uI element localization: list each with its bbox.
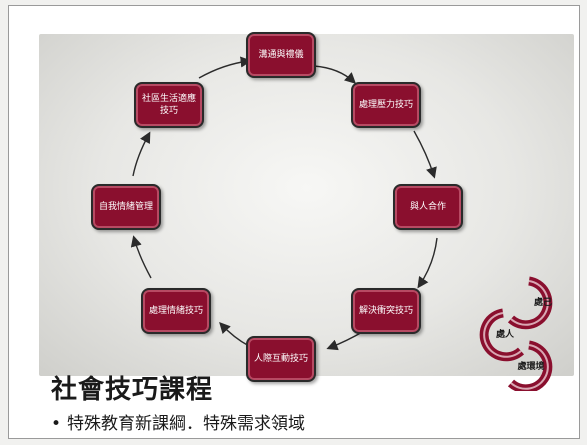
arrow-8: [198, 56, 252, 79]
badge-label-environment: 處環境: [517, 362, 545, 372]
arrow-6: [130, 235, 152, 279]
node-self-emotion: 自我情緒管理: [91, 184, 161, 230]
arrow-5: [219, 321, 250, 347]
arrow-3: [417, 237, 438, 289]
self-others-environment-badge: 處己 處人 處環境: [471, 271, 563, 394]
node-interaction: 人際互動技巧: [246, 336, 316, 382]
node-stress: 處理壓力技巧: [351, 82, 421, 128]
node-community: 社區生活適應技巧: [134, 82, 204, 128]
bullet-dot-icon: •: [51, 414, 62, 434]
arrow-1: [313, 65, 357, 84]
node-conflict: 解決衝突技巧: [351, 288, 421, 334]
slide-frame: 溝通與禮儀 處理壓力技巧 與人合作 解決衝突技巧 人際互動技巧 處理情緒技巧 自…: [8, 5, 580, 439]
badge-label-others: 處人: [495, 330, 514, 340]
arrow-2: [413, 130, 437, 179]
node-emotion-handling: 處理情緒技巧: [141, 288, 211, 334]
arrow-7: [132, 131, 151, 177]
node-cooperation: 與人合作: [393, 184, 463, 230]
badge-rings: [479, 276, 553, 394]
slide-bullet: •特殊教育新課綱．特殊需求領域: [51, 409, 305, 434]
bullet-text: 特殊教育新課綱．特殊需求領域: [67, 414, 306, 434]
node-communication: 溝通與禮儀: [246, 32, 316, 78]
slide-title: 社會技巧課程: [51, 375, 214, 405]
badge-label-self: 處己: [533, 298, 552, 308]
